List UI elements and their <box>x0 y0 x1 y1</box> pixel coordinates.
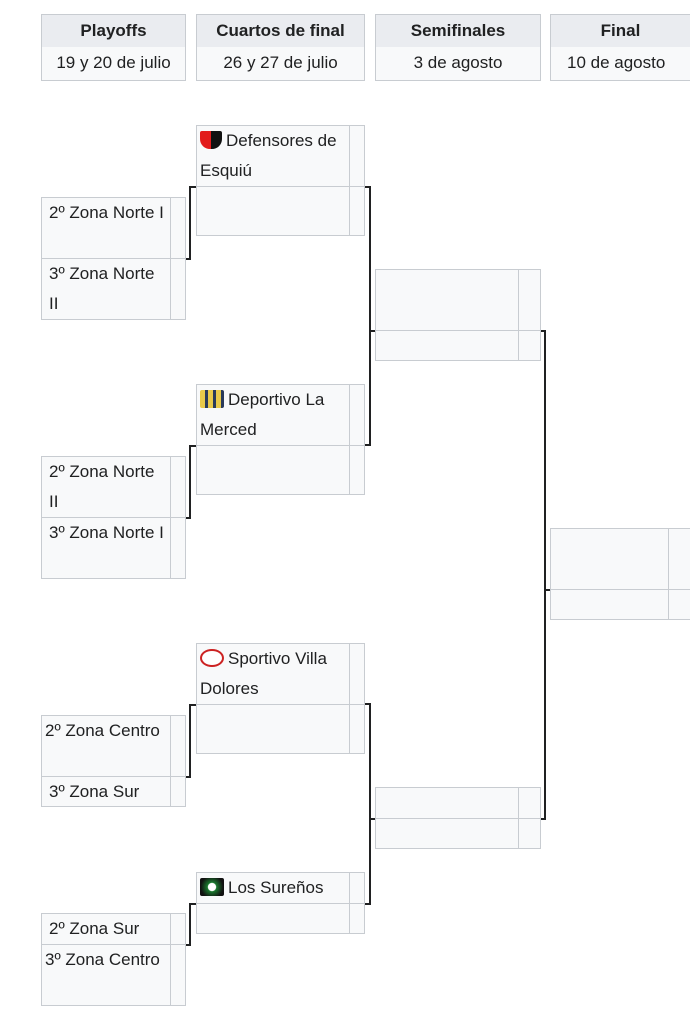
qf-4-team1: Los Sureños <box>196 872 365 904</box>
la-merced-crest-icon <box>200 390 224 408</box>
round-header-quarterfinals: Cuartos de final <box>196 14 365 48</box>
defensores-crest-icon <box>200 131 222 149</box>
villa-dolores-crest-icon <box>200 649 224 667</box>
los-surenos-crest-icon <box>200 878 224 896</box>
qf-2-team2 <box>196 445 365 495</box>
connector <box>365 444 370 446</box>
team-name: Sportivo Villa Dolores <box>200 649 327 698</box>
round-header-playoffs: Playoffs <box>41 14 186 48</box>
playoff-2-team2: 3º Zona Norte I <box>41 517 186 579</box>
sf-1-team2 <box>375 330 541 361</box>
connector <box>369 186 371 446</box>
team-name: Deportivo La Merced <box>200 390 325 439</box>
connector <box>369 818 375 820</box>
playoff-2-team1: 2º Zona Norte II <box>41 456 186 518</box>
sf-2-team2 <box>375 818 541 849</box>
connector <box>189 445 196 447</box>
connector <box>541 330 545 332</box>
round-header-semifinals: Semifinales <box>375 14 541 48</box>
connector <box>186 517 190 519</box>
connector <box>541 818 545 820</box>
connector <box>369 330 375 332</box>
connector <box>369 703 371 905</box>
connector <box>365 903 370 905</box>
qf-4-team2 <box>196 903 365 934</box>
connector <box>189 704 191 778</box>
team-name: Los Sureños <box>228 878 324 897</box>
team-name: 2º Zona Norte I <box>42 198 171 258</box>
team-name: 2º Zona Centro <box>42 716 171 776</box>
playoff-4-team1: 2º Zona Sur <box>41 913 186 945</box>
connector <box>189 704 196 706</box>
round-date-playoffs: 19 y 20 de julio <box>41 47 186 81</box>
connector <box>544 589 550 591</box>
connector <box>365 186 370 188</box>
connector <box>189 903 196 905</box>
qf-3-team1: Sportivo Villa Dolores <box>196 643 365 705</box>
connector <box>189 903 191 946</box>
round-date-semifinals: 3 de agosto <box>375 47 541 81</box>
playoff-4-team2: 3º Zona Centro <box>41 944 186 1006</box>
connector <box>189 445 191 519</box>
sf-1-team1 <box>375 269 541 331</box>
team-name: 3º Zona Norte I <box>42 518 171 578</box>
team-name: 3º Zona Sur <box>42 777 171 806</box>
playoff-3-team1: 2º Zona Centro <box>41 715 186 777</box>
team-name: 3º Zona Centro <box>42 945 171 1005</box>
qf-2-team1: Deportivo La Merced <box>196 384 365 446</box>
round-header-final: Final <box>550 14 690 48</box>
qf-3-team2 <box>196 704 365 754</box>
connector <box>186 776 190 778</box>
connector <box>544 330 546 820</box>
connector <box>189 186 191 260</box>
final-team2 <box>550 589 690 620</box>
connector <box>365 703 370 705</box>
playoff-1-team2: 3º Zona Norte II <box>41 258 186 320</box>
qf-1-team2 <box>196 186 365 236</box>
sf-2-team1 <box>375 787 541 819</box>
final-team1 <box>550 528 690 590</box>
qf-1-team1: Defensores de Esquiú <box>196 125 365 187</box>
round-date-final: 10 de agosto <box>550 47 690 81</box>
playoff-3-team2: 3º Zona Sur <box>41 776 186 807</box>
team-name: 3º Zona Norte II <box>42 259 171 319</box>
round-date-quarterfinals: 26 y 27 de julio <box>196 47 365 81</box>
connector <box>186 944 190 946</box>
connector <box>189 186 196 188</box>
team-name: 2º Zona Sur <box>42 914 171 944</box>
playoff-1-team1: 2º Zona Norte I <box>41 197 186 259</box>
team-name: Defensores de Esquiú <box>200 131 337 180</box>
connector <box>186 258 190 260</box>
team-name: 2º Zona Norte II <box>42 457 171 517</box>
